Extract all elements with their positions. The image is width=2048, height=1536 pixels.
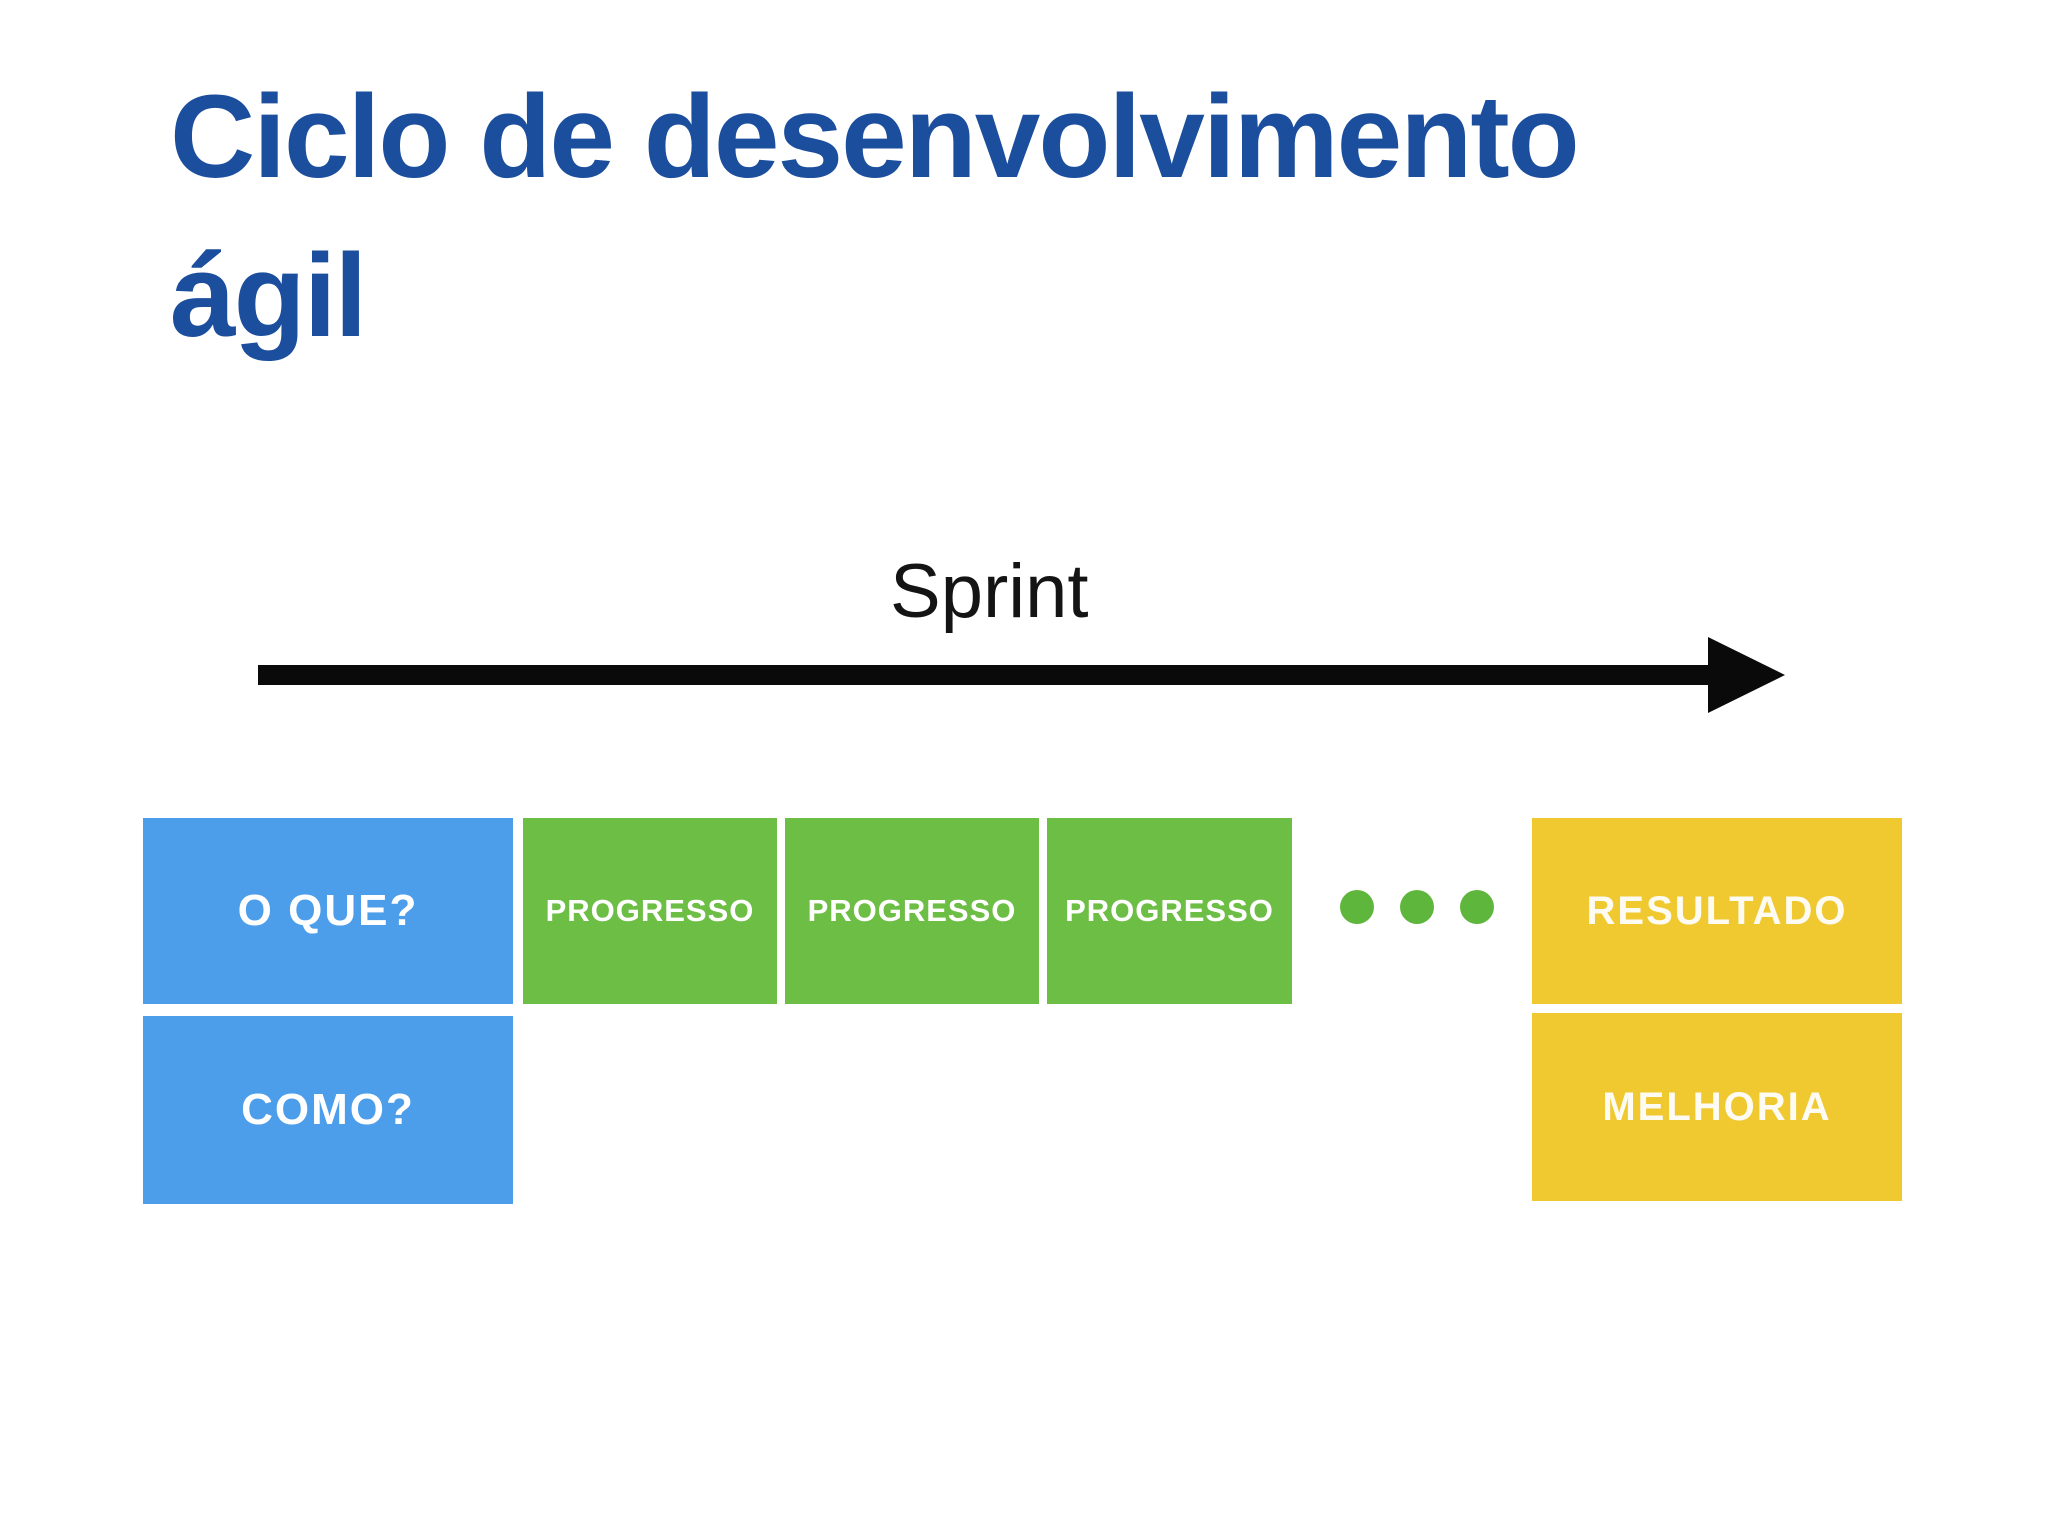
box-progresso-3: PROGRESSO xyxy=(1047,818,1292,1004)
box-o-que: O QUE? xyxy=(143,818,513,1004)
box-progresso-2: PROGRESSO xyxy=(785,818,1039,1004)
ellipsis-dot-3 xyxy=(1460,890,1494,924)
slide-title-line-2: ágil xyxy=(170,230,367,363)
slide-title: Ciclo de desenvolvimento ágil xyxy=(170,58,1580,377)
box-progresso-1: PROGRESSO xyxy=(523,818,777,1004)
box-como-label: COMO? xyxy=(241,1085,415,1134)
box-melhoria: MELHORIA xyxy=(1532,1013,1902,1201)
sprint-arrow-line xyxy=(258,665,1708,685)
slide-title-line-1: Ciclo de desenvolvimento xyxy=(170,71,1580,203)
ellipsis-dot-2 xyxy=(1400,890,1434,924)
box-como: COMO? xyxy=(143,1016,513,1204)
box-resultado-label: RESULTADO xyxy=(1586,888,1848,933)
sprint-label: Sprint xyxy=(890,549,1089,634)
ellipsis-dot-1 xyxy=(1340,890,1374,924)
box-resultado: RESULTADO xyxy=(1532,818,1902,1004)
box-progresso-1-label: PROGRESSO xyxy=(545,893,755,928)
sprint-arrow-head-icon xyxy=(1708,637,1785,713)
box-progresso-2-label: PROGRESSO xyxy=(807,893,1017,928)
box-melhoria-label: MELHORIA xyxy=(1602,1084,1832,1129)
box-progresso-3-label: PROGRESSO xyxy=(1065,893,1274,928)
box-o-que-label: O QUE? xyxy=(237,886,419,935)
